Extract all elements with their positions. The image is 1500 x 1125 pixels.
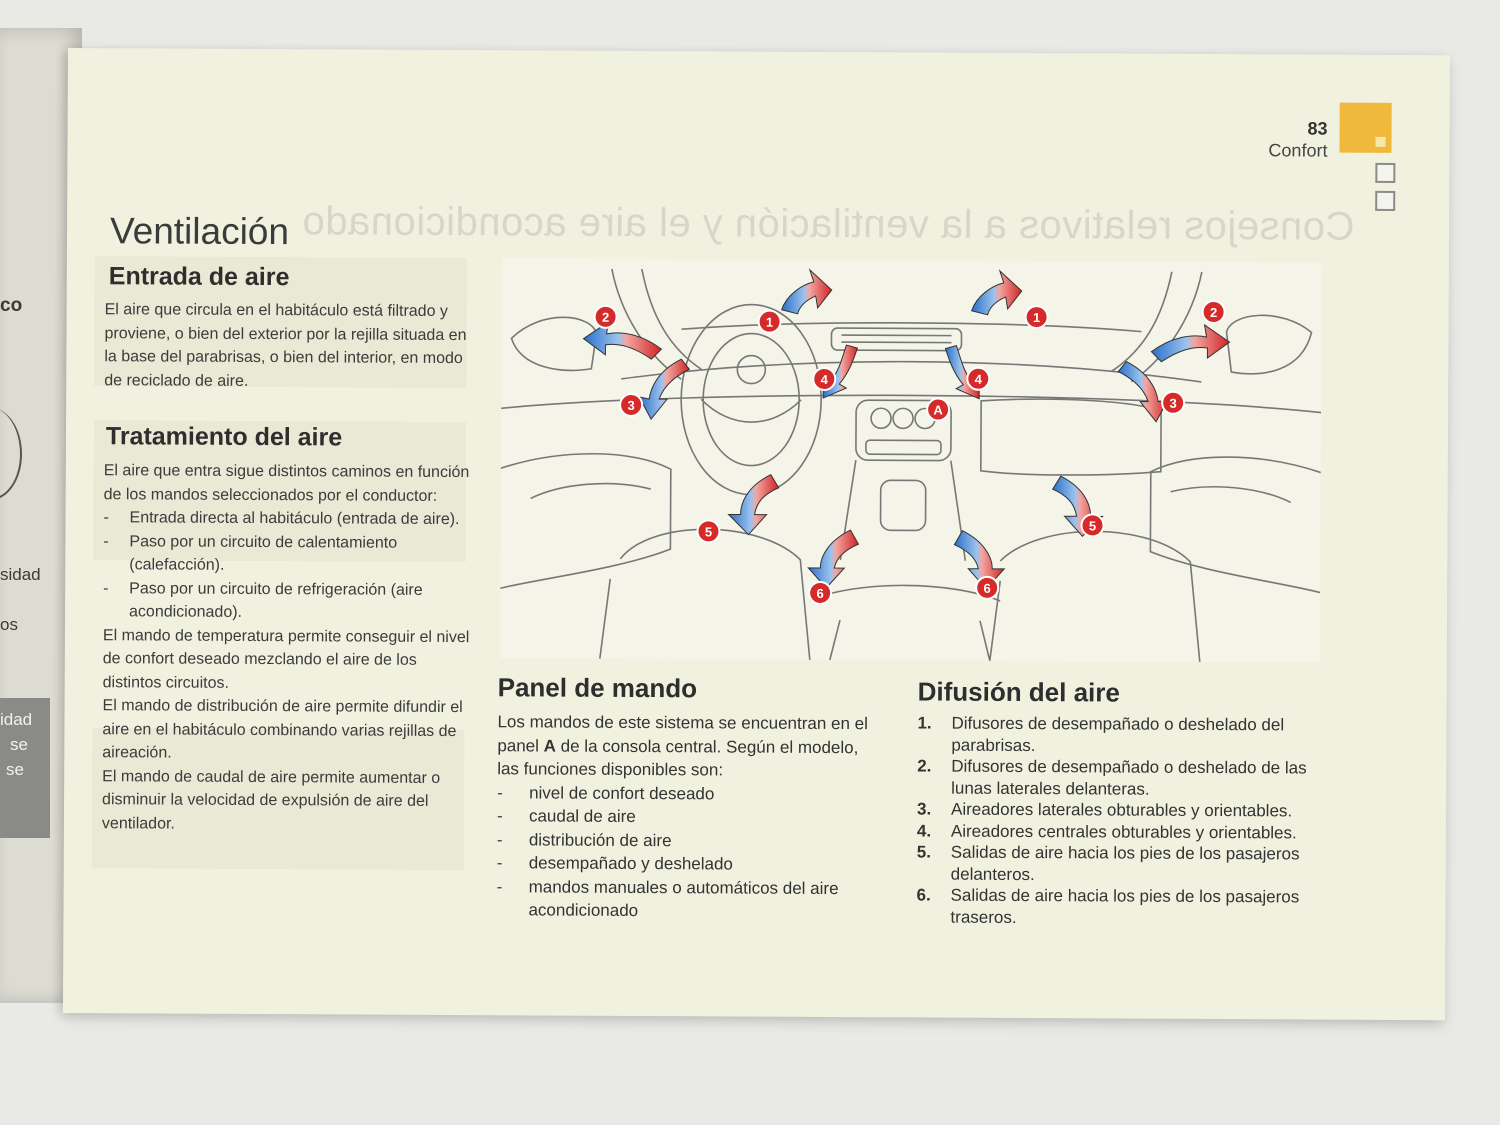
svg-text:6: 6 — [816, 586, 823, 601]
airflow-arrow — [780, 268, 833, 315]
callout-badge: 2 — [1201, 300, 1226, 325]
section-name: Confort — [1268, 140, 1328, 161]
tratamiento-paragraph: El mando de distribución de aire permite… — [102, 697, 463, 762]
tratamiento-paragraph: El mando de caudal de aire permite aumen… — [101, 767, 441, 833]
section-tab-marker — [1339, 102, 1392, 153]
svg-text:4: 4 — [975, 372, 983, 387]
callout-badge: 3 — [1161, 390, 1186, 415]
car-interior-drawing — [499, 268, 1322, 663]
airflow-arrow — [638, 358, 691, 420]
svg-text:1: 1 — [1033, 310, 1040, 325]
list-item: Entrada directa al habitáculo (entrada d… — [103, 506, 473, 531]
item-number: 6. — [916, 885, 931, 905]
previous-page-text-fragment: os — [0, 615, 18, 634]
entrada-paragraph: El aire que circula en el habitáculo est… — [104, 301, 467, 390]
previous-page-text-fragment: idad — [0, 710, 33, 729]
item-number: 5. — [916, 842, 932, 862]
previous-page-text-fragment: se — [10, 735, 28, 754]
page-title: Ventilación — [109, 210, 290, 253]
section-tab-box — [1375, 190, 1396, 211]
tratamiento-paragraph: El mando de temperatura permite consegui… — [102, 626, 470, 692]
list-item: 6. Salidas de aire hacia los pies de los … — [916, 884, 1316, 929]
item-text: Difusores de desempañado o deshelado de … — [951, 756, 1307, 799]
panel-intro: Los mandos de este sistema se encuentran… — [497, 710, 877, 782]
difusion-list: 1. Difusores de desempañado o deshelado d… — [916, 712, 1317, 929]
svg-text:5: 5 — [1089, 518, 1096, 533]
airflow-arrow — [953, 530, 1006, 590]
callout-badge: 4 — [812, 366, 837, 391]
list-item: Paso por un circuito de calentamiento (c… — [103, 530, 473, 579]
callout-badge: 3 — [619, 392, 644, 417]
tratamiento-text: El aire que entra sigue distintos camino… — [102, 459, 474, 837]
entrada-text: El aire que circula en el habitáculo est… — [104, 298, 474, 394]
item-number: 3. — [916, 799, 932, 819]
airflow-arrow — [1117, 360, 1170, 423]
item-number: 1. — [917, 713, 932, 733]
panel-text: Los mandos de este sistema se encuentran… — [496, 710, 877, 923]
item-text: Difusores de desempañado o deshelado del… — [951, 713, 1285, 755]
list-item: Paso por un circuito de refrigeración (a… — [103, 577, 473, 626]
airflow-arrow — [807, 529, 860, 589]
svg-text:5: 5 — [705, 524, 712, 539]
airflow-arrow — [582, 320, 663, 360]
airflow-arrow — [727, 474, 780, 536]
callout-badge: 5 — [696, 519, 721, 544]
show-through-text: Consejos relativos a la ventilación y el… — [301, 199, 1355, 249]
tratamiento-list: Entrada directa al habitáculo (entrada d… — [103, 506, 474, 625]
panel-heading: Panel de mando — [497, 672, 698, 704]
svg-text:6: 6 — [984, 581, 991, 596]
item-number: 2. — [917, 756, 932, 776]
list-item: 1. Difusores de desempañado o deshelado d… — [917, 712, 1317, 757]
list-item: 5. Salidas de aire hacia los pies de los … — [917, 841, 1317, 886]
difusion-heading: Difusión del aire — [917, 676, 1120, 708]
airflow-arrow — [1150, 323, 1231, 363]
list-item: mandos manuales o automáticos del aire a… — [496, 875, 876, 924]
ventilation-diagram: 1 1 2 2 3 3 4 4 A 5 5 6 6 — [499, 258, 1322, 663]
list-item: 4. Aireadores centrales obturables y orie… — [917, 820, 1317, 844]
manual-page: Consejos relativos a la ventilación y el… — [62, 48, 1450, 1021]
list-item: 3. Aireadores laterales obturables y orie… — [917, 798, 1317, 822]
callout-badge: 2 — [593, 304, 618, 329]
callout-badge: 1 — [757, 309, 782, 334]
tratamiento-intro: El aire que entra sigue distintos camino… — [103, 462, 470, 505]
airflow-arrows — [582, 268, 1231, 590]
item-text: Salidas de aire hacia los pies de los pa… — [950, 885, 1300, 927]
list-item: distribución de aire — [497, 828, 877, 853]
callout-badge: A — [926, 397, 951, 422]
airflow-arrow — [970, 269, 1023, 316]
item-text: Salidas de aire hacia los pies de los pa… — [950, 842, 1300, 884]
previous-page-text-fragment: co — [0, 295, 23, 316]
svg-text:3: 3 — [627, 398, 634, 413]
callout-badge: 6 — [975, 575, 1000, 600]
svg-text:2: 2 — [602, 310, 609, 325]
list-item: nivel de confort deseado — [497, 781, 877, 806]
svg-text:2: 2 — [1210, 305, 1217, 320]
callout-badge: 4 — [966, 366, 991, 391]
tratamiento-heading: Tratamiento del aire — [105, 422, 343, 452]
section-tab-box — [1375, 162, 1396, 183]
page-number: 83 — [1307, 118, 1328, 139]
svg-text:4: 4 — [821, 372, 829, 387]
panel-label-a: A — [543, 736, 557, 756]
entrada-heading: Entrada de aire — [108, 262, 290, 292]
list-item: desempañado y deshelado — [497, 851, 877, 876]
svg-text:1: 1 — [766, 315, 773, 330]
list-item: 2. Difusores de desempañado o deshelado d… — [917, 755, 1317, 800]
previous-page-grey-box: idad se se — [0, 698, 50, 838]
panel-function-list: nivel de confort deseado caudal de aire … — [496, 781, 877, 924]
list-item: caudal de aire — [497, 804, 877, 829]
callout-badge: 1 — [1024, 305, 1049, 330]
svg-text:3: 3 — [1169, 396, 1176, 411]
previous-page-text-fragment: sidad — [0, 565, 41, 584]
callout-badges: 1 1 2 2 3 3 4 4 A 5 5 6 6 — [593, 300, 1226, 605]
callout-badge: 5 — [1080, 513, 1105, 538]
item-text: Aireadores laterales obturables y orient… — [950, 799, 1293, 821]
svg-text:A: A — [933, 403, 943, 418]
previous-page-text-fragment: se — [6, 760, 24, 779]
item-text: Aireadores centrales obturables y orient… — [950, 821, 1297, 842]
callout-badge: 6 — [808, 580, 833, 605]
previous-page-drawing-fragment — [0, 408, 22, 500]
difusion-text: 1. Difusores de desempañado o deshelado d… — [916, 712, 1317, 929]
item-number: 4. — [916, 820, 932, 841]
